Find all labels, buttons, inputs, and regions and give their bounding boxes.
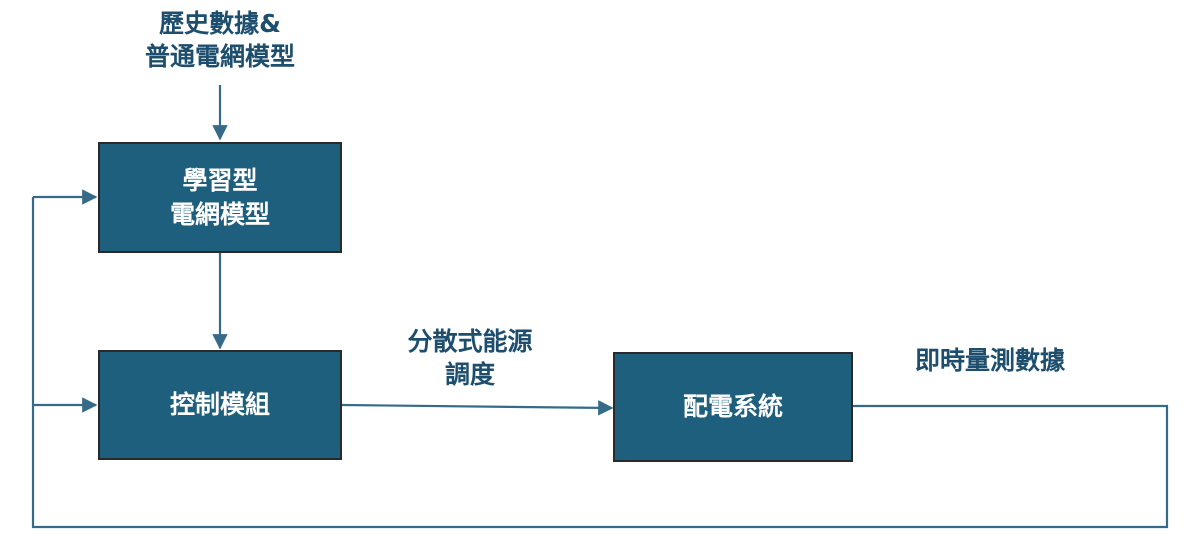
measurement-label-text: 即時量測數據	[914, 346, 1065, 375]
control-module-label: 控制模組	[169, 390, 270, 420]
dispatch-label-line2: 調度	[444, 359, 495, 389]
input-label: 歷史數據& 普通電網模型	[115, 8, 325, 73]
input-label-line2: 普通電網模型	[144, 41, 295, 71]
feedback-loop	[31, 197, 1169, 529]
learning-model-line2: 電網模型	[169, 199, 270, 229]
distribution-system-label: 配電系統	[682, 392, 783, 422]
input-label-line1: 歷史數據&	[159, 9, 281, 38]
arrow-control-to-distribution	[341, 400, 614, 416]
control-module-box: 控制模組	[98, 350, 342, 460]
learning-model-line1: 學習型	[182, 165, 258, 195]
learning-grid-model-box: 學習型 電網模型	[98, 142, 342, 253]
dispatch-label: 分散式能源 調度	[375, 326, 565, 391]
dispatch-label-line1: 分散式能源	[407, 327, 533, 356]
measurement-label: 即時量測數據	[880, 345, 1100, 378]
distribution-system-box: 配電系統	[613, 352, 853, 462]
